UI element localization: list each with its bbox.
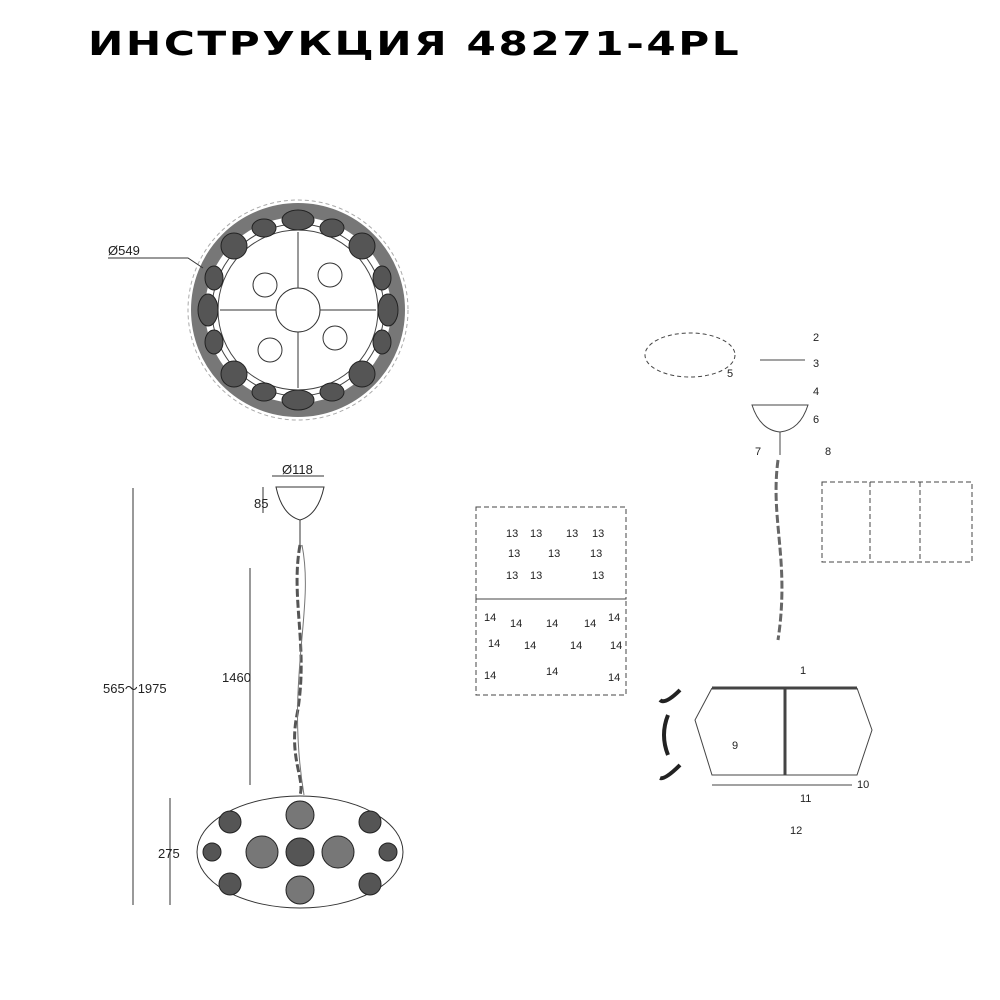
page-title: ИНСТРУКЦИЯ 48271-4PL — [88, 24, 742, 63]
part-14: 14 — [484, 670, 497, 682]
part-14: 14 — [584, 618, 597, 630]
part-14: 14 — [608, 672, 621, 684]
step-9: 9 — [732, 740, 739, 752]
part-13: 13 — [592, 570, 605, 582]
step-11: 11 — [800, 793, 812, 805]
part-13: 13 — [506, 570, 519, 582]
part-14: 14 — [608, 612, 621, 624]
part-14: 14 — [610, 640, 623, 652]
part-13: 13 — [530, 528, 543, 540]
chain-length-label: 1460 — [222, 670, 251, 685]
assembly-drawing — [475, 332, 973, 786]
part-13: 13 — [590, 548, 603, 560]
step-1: 1 — [800, 665, 807, 677]
part-13: 13 — [592, 528, 605, 540]
step-12: 12 — [790, 825, 803, 837]
part-14: 14 — [546, 618, 559, 630]
step-8: 8 — [825, 446, 832, 458]
step-4: 4 — [813, 386, 820, 398]
top-view-drawing — [108, 199, 409, 421]
step-6: 6 — [813, 414, 820, 426]
part-14: 14 — [570, 640, 583, 652]
part-13: 13 — [508, 548, 521, 560]
part-14: 14 — [546, 666, 559, 678]
step-10: 10 — [857, 779, 870, 791]
total-height-label: 565～1975 — [103, 681, 167, 696]
side-view-drawing — [132, 475, 404, 909]
part-14: 14 — [510, 618, 523, 630]
top-diameter-label: Ø549 — [108, 243, 140, 258]
step-5: 5 — [727, 368, 734, 380]
shade-height-label: 275 — [158, 846, 180, 861]
part-13: 13 — [530, 570, 543, 582]
canopy-diameter-label: Ø118 — [282, 462, 313, 477]
step-7: 7 — [755, 446, 762, 458]
canopy-height-label: 85 — [254, 496, 269, 511]
part-14: 14 — [488, 638, 501, 650]
part-13: 13 — [548, 548, 561, 560]
step-3: 3 — [813, 358, 820, 370]
part-13: 13 — [566, 528, 579, 540]
part-14: 14 — [484, 612, 497, 624]
part-13: 13 — [506, 528, 519, 540]
step-2: 2 — [813, 332, 820, 344]
part-14: 14 — [524, 640, 537, 652]
